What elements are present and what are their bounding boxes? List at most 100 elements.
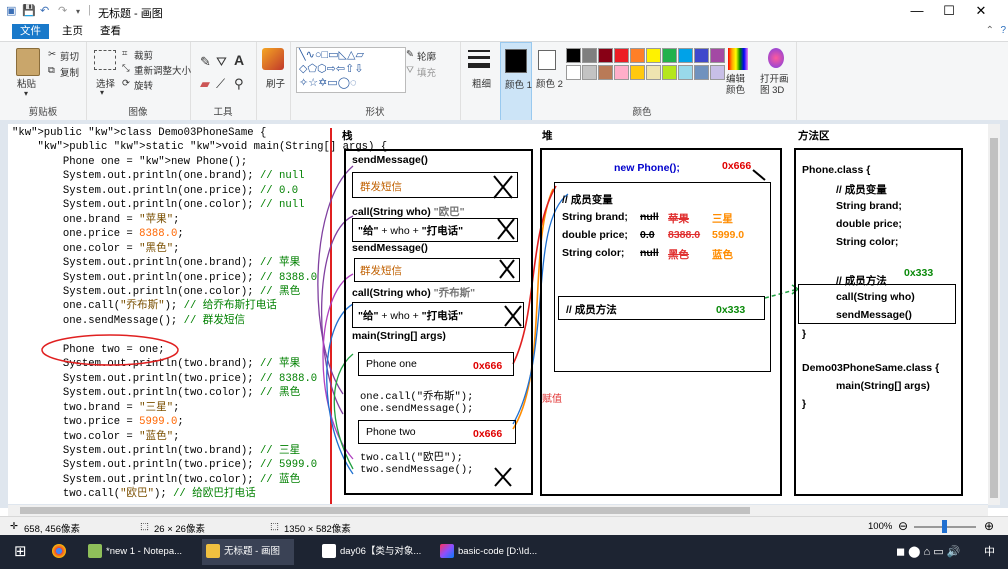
color1-selector[interactable]: 颜色 1 [500,42,532,122]
tab-home[interactable]: 主页 [62,25,83,37]
highlight-ellipse [41,334,179,366]
paste-dropdown-icon[interactable]: ▾ [24,89,29,98]
crop-button[interactable]: 裁剪 [134,51,154,62]
copy-button[interactable]: 复制 [60,68,80,79]
palette-swatch[interactable] [678,65,693,80]
crop-icon[interactable]: ⌗ [122,48,128,59]
close-button[interactable]: ✕ [975,3,987,18]
paint3d-icon[interactable] [768,48,784,68]
fill-shape-button[interactable]: 填充 [417,68,437,79]
palette-swatch[interactable] [662,65,677,80]
zoom-slider-thumb[interactable] [942,520,947,533]
taskbar-item-notepad[interactable]: *new 1 - Notepa... [88,539,182,565]
tray-icons[interactable]: ◼ ⬤ ⌂ ▭ 🔊 [896,546,961,558]
zoom-in-button[interactable]: ⊕ [984,519,995,533]
outline-button[interactable]: 轮廓 [417,52,437,63]
method-area-field-3: String color; [836,236,899,248]
tab-view[interactable]: 查看 [100,25,121,37]
code-line: System.out.println(one.brand); // null [12,170,305,183]
horizontal-scrollbar[interactable] [8,505,988,516]
eraser-icon[interactable]: ▰ [200,76,210,91]
cut-icon[interactable]: ✂ [48,49,56,60]
stack-frame-3-body: 群发短信 [360,265,402,277]
copy-icon[interactable]: ⧉ [48,65,55,76]
palette-swatch[interactable] [614,48,629,63]
brushes-button[interactable]: 刷子 [266,79,286,90]
redo-icon[interactable]: ↷ [58,5,68,17]
size-button[interactable]: 粗细 [472,79,492,90]
palette-swatch[interactable] [694,65,709,80]
taskbar-item-paint[interactable]: 无标题 - 画图 [202,539,294,565]
taskbar-item-typora[interactable]: day06【类与对象... [322,539,421,565]
color2-selector[interactable]: 颜色 2 [532,42,563,120]
maximize-button[interactable]: ☐ [943,3,955,18]
text-tool-icon[interactable]: A [234,52,245,68]
brushes-group[interactable]: 刷子 [256,42,291,120]
color-picker-icon[interactable]: ⟋ [216,76,226,91]
palette-swatch[interactable] [678,48,693,63]
paint-app-icon: ▣ [6,5,17,17]
cut-button[interactable]: 剪切 [60,52,80,63]
edit-colors-icon[interactable] [728,48,748,70]
palette-swatch[interactable] [598,65,613,80]
method-area-fields-title: // 成员变量 [836,184,887,196]
canvas-size: 1350 × 582像素 [284,524,351,535]
code-line: System.out.println(two.brand); // 三星 [12,444,301,457]
code-line: two.brand = "三星"; [12,401,180,414]
pencil-icon[interactable]: ✎ [200,54,211,69]
quick-access-dropdown-icon[interactable]: ▾ [76,7,81,16]
edit-colors-button[interactable]: 编辑颜色 [726,74,746,96]
resize-button[interactable]: 重新调整大小 [134,66,192,77]
fill-icon[interactable]: ⛛ [216,54,227,69]
shapes-gallery[interactable]: ╲∿○□▭◺△▱◇⬠⬡⇨⇦⇧⇩✧☆✡▭◯◌ [296,47,406,93]
vertical-scrollbar[interactable] [988,124,1000,505]
palette-swatch[interactable] [646,65,661,80]
chrome-icon[interactable] [52,539,70,565]
palette-swatch[interactable] [598,48,613,63]
rotate-icon[interactable]: ⟳ [122,78,130,89]
input-language[interactable]: 中 [984,546,995,558]
paste-icon[interactable] [16,48,40,76]
help-icon[interactable]: ? [1000,25,1006,36]
paste-button[interactable]: 粘贴 [17,79,37,90]
collapse-ribbon-icon[interactable]: ⌃ [985,25,994,36]
outline-icon[interactable]: ✎ [406,49,414,60]
stack-frame-4 [352,302,524,328]
tab-file[interactable]: 文件 [12,24,49,39]
palette-swatch[interactable] [630,48,645,63]
magnifier-icon[interactable]: ⚲ [234,76,244,91]
palette-swatch[interactable] [582,48,597,63]
palette-swatch[interactable] [694,48,709,63]
save-icon[interactable]: 💾 [22,5,36,17]
palette-swatch[interactable] [710,48,725,63]
palette-swatch[interactable] [566,48,581,63]
size-group[interactable]: 粗细 [460,42,500,120]
horizontal-scroll-thumb[interactable] [20,507,750,514]
start-button[interactable]: ⊞ [14,543,27,560]
brush-icon[interactable] [262,48,284,70]
edit-colors-group[interactable]: 编辑颜色 [722,42,756,120]
taskbar-item-intellij[interactable]: basic-code [D:\Id... [440,539,537,565]
palette-swatch[interactable] [710,65,725,80]
palette-swatch[interactable] [582,65,597,80]
palette-swatch[interactable] [630,65,645,80]
zoom-out-button[interactable]: ⊖ [898,519,909,533]
stack-frame-4-body: "给" + who + "打电话" [358,310,464,322]
minimize-button[interactable]: — [910,3,924,18]
vertical-scroll-thumb[interactable] [990,138,998,498]
select-button[interactable]: 选择 [96,79,116,90]
heap-price-v1: 0.0 [640,229,655,241]
paint3d-group[interactable]: 打开画图 3D [756,42,797,120]
fill-shape-icon[interactable]: ⛛ [406,65,414,76]
select-dropdown-icon[interactable]: ▾ [100,88,105,97]
drawing-canvas[interactable]: "kw">public "kw">class Demo03PhoneSame {… [8,124,988,504]
select-icon[interactable] [94,50,116,70]
paint3d-button[interactable]: 打开画图 3D [760,74,789,96]
palette-swatch[interactable] [614,65,629,80]
resize-icon[interactable]: ⤡ [122,63,130,74]
palette-swatch[interactable] [566,65,581,80]
palette-swatch[interactable] [646,48,661,63]
undo-icon[interactable]: ↶ [40,5,50,17]
rotate-button[interactable]: 旋转 [134,81,154,92]
palette-swatch[interactable] [662,48,677,63]
